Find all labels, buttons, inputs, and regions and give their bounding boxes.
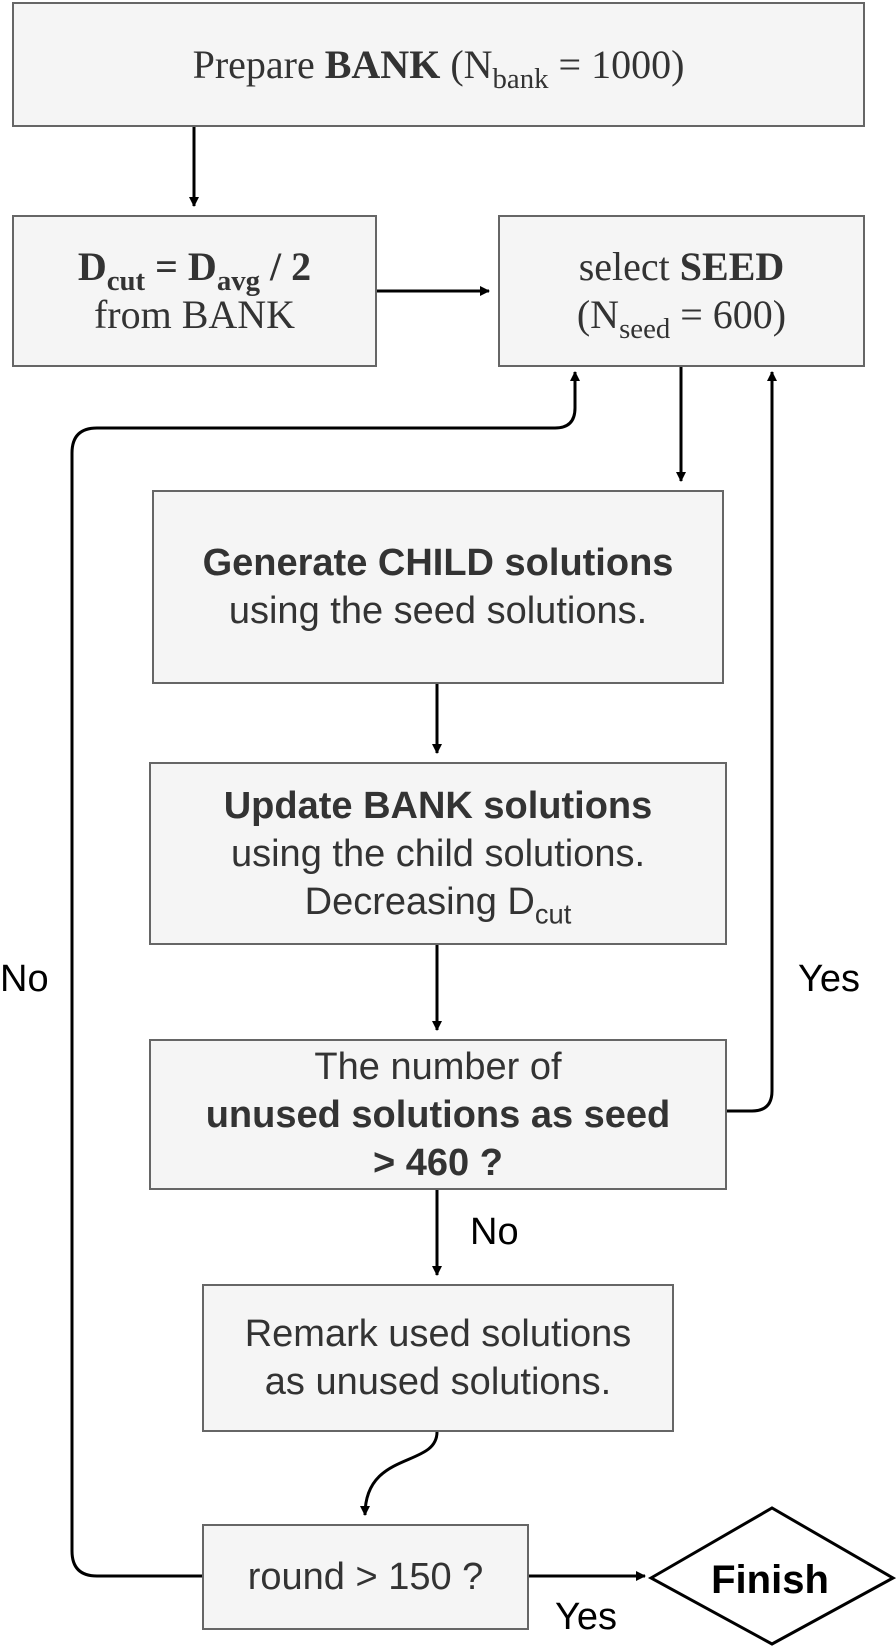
- unused-check-box: The number of unused solutions as seed >…: [149, 1039, 727, 1190]
- generate-child-box: Generate CHILD solutions using the seed …: [152, 490, 724, 684]
- update-bank-box: Update BANK solutions using the child so…: [149, 762, 727, 945]
- remark-line2: as unused solutions.: [264, 1361, 612, 1403]
- round-check-label: round > 150 ?: [247, 1556, 484, 1598]
- finish-diamond: [647, 1506, 896, 1646]
- update-bank-dcut: Decreasing Dcut: [304, 880, 572, 930]
- dcut-box: Dcut = Davg / 2 from BANK: [12, 215, 377, 367]
- unused-check-line2: unused solutions as seed: [205, 1093, 671, 1136]
- prepare-bank-label: Prepare BANK (Nbank = 1000): [192, 41, 685, 95]
- remark-line1: Remark used solutions: [244, 1313, 632, 1355]
- generate-child-detail: using the seed solutions.: [228, 590, 648, 632]
- seed-count: (Nseed = 600): [576, 292, 787, 346]
- update-bank-detail: using the child solutions.: [230, 832, 646, 875]
- arrow-yes-loop-to-seed: [727, 371, 777, 1113]
- arrow-no-loop-to-seed: [70, 371, 580, 1578]
- unused-check-line3: > 460 ?: [373, 1141, 503, 1184]
- select-seed-label: select SEED: [578, 244, 785, 289]
- remark-box: Remark used solutions as unused solution…: [202, 1284, 674, 1432]
- update-bank-title: Update BANK solutions: [223, 784, 653, 827]
- unused-check-line1: The number of: [314, 1045, 562, 1088]
- finish-label: Finish: [711, 1558, 829, 1602]
- select-seed-box: select SEED (Nseed = 600): [498, 215, 865, 367]
- yes-label-right: Yes: [798, 958, 860, 1000]
- round-check-box: round > 150 ?: [202, 1524, 529, 1630]
- dcut-source: from BANK: [93, 292, 296, 337]
- prepare-bank-box: Prepare BANK (Nbank = 1000): [12, 2, 865, 127]
- yes-label-bottom: Yes: [555, 1596, 617, 1638]
- dcut-formula: Dcut = Davg / 2: [77, 244, 312, 298]
- no-label-below-decision: No: [470, 1211, 519, 1253]
- arrow-remark-to-round: [360, 1431, 439, 1516]
- no-label-left: No: [0, 958, 49, 1000]
- generate-child-title: Generate CHILD solutions: [202, 542, 674, 584]
